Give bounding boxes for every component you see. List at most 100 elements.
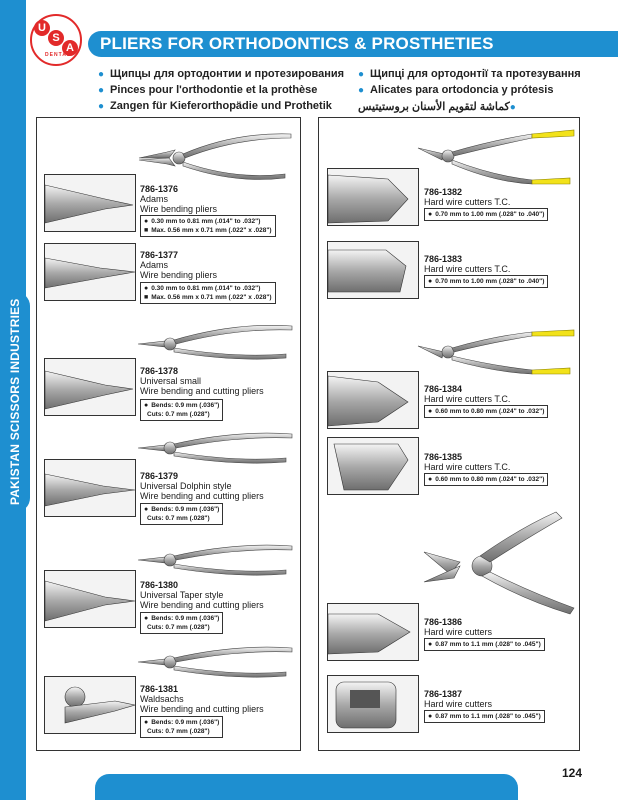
logo-letter: A <box>62 40 78 56</box>
product-desc: Wire bending and cutting pliers <box>140 491 264 501</box>
product-code: 786-1377 <box>140 250 179 260</box>
product-desc: Waldsachs <box>140 694 184 704</box>
product-desc: Wire bending and cutting pliers <box>140 600 264 610</box>
product-desc: Hard wire cutters T.C. <box>424 462 511 472</box>
product-code: 786-1385 <box>424 452 463 462</box>
usa-dental-logo: U S A DENTAL <box>30 14 82 66</box>
product-desc: Universal small <box>140 376 202 386</box>
spec-text: Max. 0.56 mm x 0.71 mm (.022" x .028") <box>151 294 272 301</box>
footer-bar <box>95 774 518 800</box>
spec-box: ●0.30 mm to 0.81 mm (.014" to .032") ■Ma… <box>140 215 276 237</box>
plier-closeup-photo <box>327 371 419 429</box>
spec-text: Cuts: 0.7 mm (.028") <box>147 728 210 735</box>
spec-mark: ■ <box>144 294 149 301</box>
product-code: 786-1386 <box>424 617 463 627</box>
spec-mark: ● <box>144 285 149 292</box>
spec-mark: ● <box>428 476 433 483</box>
spec-box: ●0.60 mm to 0.80 mm (.024" to .032") <box>424 473 549 486</box>
spec-mark: ● <box>428 641 433 648</box>
logo-letter: S <box>48 30 64 46</box>
spec-mark: ● <box>428 211 433 218</box>
product-desc: Universal Taper style <box>140 590 224 600</box>
spec-box: ●0.87 mm to 1.1 mm (.028" to .045") <box>424 710 545 723</box>
product-desc: Adams <box>140 260 169 270</box>
spec-box: ●0.70 mm to 1.00 mm (.028" to .040") <box>424 275 549 288</box>
product-code: 786-1378 <box>140 366 179 376</box>
product-code: 786-1376 <box>140 184 179 194</box>
product-desc: Hard wire cutters T.C. <box>424 394 511 404</box>
side-tab <box>0 292 30 512</box>
spec-mark: ● <box>144 506 149 513</box>
product-code: 786-1381 <box>140 684 179 694</box>
product-desc: Wire bending and cutting pliers <box>140 386 264 396</box>
plier-closeup-photo <box>327 675 419 733</box>
plier-image <box>137 432 293 464</box>
plier-closeup-photo <box>44 676 136 734</box>
side-brand-text: PAKISTAN SCISSORS INDUSTRIES <box>8 298 22 506</box>
logo-letter: U <box>34 20 50 36</box>
plier-closeup-photo <box>44 174 136 232</box>
plier-closeup-photo <box>327 168 419 226</box>
spec-text: Bends: 0.9 mm (.036") <box>151 615 220 622</box>
product-desc: Universal Dolphin style <box>140 481 232 491</box>
spec-mark: ● <box>428 278 433 285</box>
spec-mark: ● <box>144 402 149 409</box>
spec-text: 0.60 mm to 0.80 mm (.024" to .032") <box>435 408 545 415</box>
product-code: 786-1380 <box>140 580 179 590</box>
page-title: PLIERS FOR ORTHODONTICS & PROSTHETIES <box>100 34 494 53</box>
spec-text: Max. 0.56 mm x 0.71 mm (.022" x .028") <box>151 227 272 234</box>
spec-box: ●0.60 mm to 0.80 mm (.024" to .032") <box>424 405 549 418</box>
product-desc: Hard wire cutters T.C. <box>424 264 511 274</box>
product-code: 786-1382 <box>424 187 463 197</box>
product-code: 786-1387 <box>424 689 463 699</box>
product-desc: Hard wire cutters <box>424 699 493 709</box>
plier-closeup-photo <box>327 437 419 495</box>
spec-text: Bends: 0.9 mm (.036") <box>151 719 220 726</box>
product-desc: Wire bending pliers <box>140 204 218 214</box>
spec-box: ●Bends: 0.9 mm (.036") Cuts: 0.7 mm (.02… <box>140 503 224 525</box>
product-code: 786-1384 <box>424 384 463 394</box>
spec-text: 0.87 mm to 1.1 mm (.028" to .045") <box>435 713 541 720</box>
spec-text: 0.70 mm to 1.00 mm (.028" to .040") <box>435 278 545 285</box>
spec-text: 0.70 mm to 1.00 mm (.028" to .040") <box>435 211 545 218</box>
spec-mark: ■ <box>144 227 149 234</box>
spec-box: ●0.70 mm to 1.00 mm (.028" to .040") <box>424 208 549 221</box>
product-desc: Adams <box>140 194 169 204</box>
plier-image <box>417 129 575 185</box>
spec-text: 0.60 mm to 0.80 mm (.024" to .032") <box>435 476 545 483</box>
product-desc: Wire bending and cutting pliers <box>140 704 264 714</box>
spec-text: Bends: 0.9 mm (.036") <box>151 506 220 513</box>
page-number: 124 <box>562 766 583 780</box>
spec-text: Bends: 0.9 mm (.036") <box>151 402 220 409</box>
spec-mark: ● <box>144 218 149 225</box>
spec-text: 0.87 mm to 1.1 mm (.028" to .045") <box>435 641 541 648</box>
language-line: Щипцы для ортодонтии и протезирования <box>98 68 344 80</box>
plier-closeup-photo <box>327 603 419 661</box>
language-line: Alicates para ortodoncia y prótesis <box>358 84 553 96</box>
spec-box: ●0.30 mm to 0.81 mm (.014" to .032") ■Ma… <box>140 282 276 304</box>
spec-box: ●Bends: 0.9 mm (.036") Cuts: 0.7 mm (.02… <box>140 399 224 421</box>
plier-image <box>417 329 575 375</box>
plier-closeup-photo <box>327 241 419 299</box>
spec-text: 0.30 mm to 0.81 mm (.014" to .032") <box>151 285 261 292</box>
spec-mark: ● <box>428 408 433 415</box>
spec-text: 0.30 mm to 0.81 mm (.014" to .032") <box>151 218 261 225</box>
plier-closeup-photo <box>44 459 136 517</box>
spec-text: Cuts: 0.7 mm (.028") <box>147 411 210 418</box>
language-line: Pinces pour l'orthodontie et la prothèse <box>98 84 317 96</box>
plier-closeup-photo <box>44 358 136 416</box>
product-code: 786-1383 <box>424 254 463 264</box>
language-line: Щипці для ортодонтії та протезування <box>358 68 581 80</box>
spec-box: ●Bends: 0.9 mm (.036") Cuts: 0.7 mm (.02… <box>140 716 224 738</box>
plier-image <box>137 646 293 678</box>
spec-text: Cuts: 0.7 mm (.028") <box>147 515 210 522</box>
language-line: كماشة لتقويم الأسنان بروستيتيس <box>358 100 522 113</box>
plier-closeup-photo <box>44 243 136 301</box>
product-desc: Wire bending pliers <box>140 270 218 280</box>
language-line: Zangen für Kieferorthopädie und Protheti… <box>98 100 332 112</box>
plier-image <box>138 133 292 180</box>
spec-mark: ● <box>144 719 149 726</box>
plier-image <box>137 324 293 360</box>
plier-image <box>137 544 293 576</box>
plier-image <box>423 511 575 615</box>
